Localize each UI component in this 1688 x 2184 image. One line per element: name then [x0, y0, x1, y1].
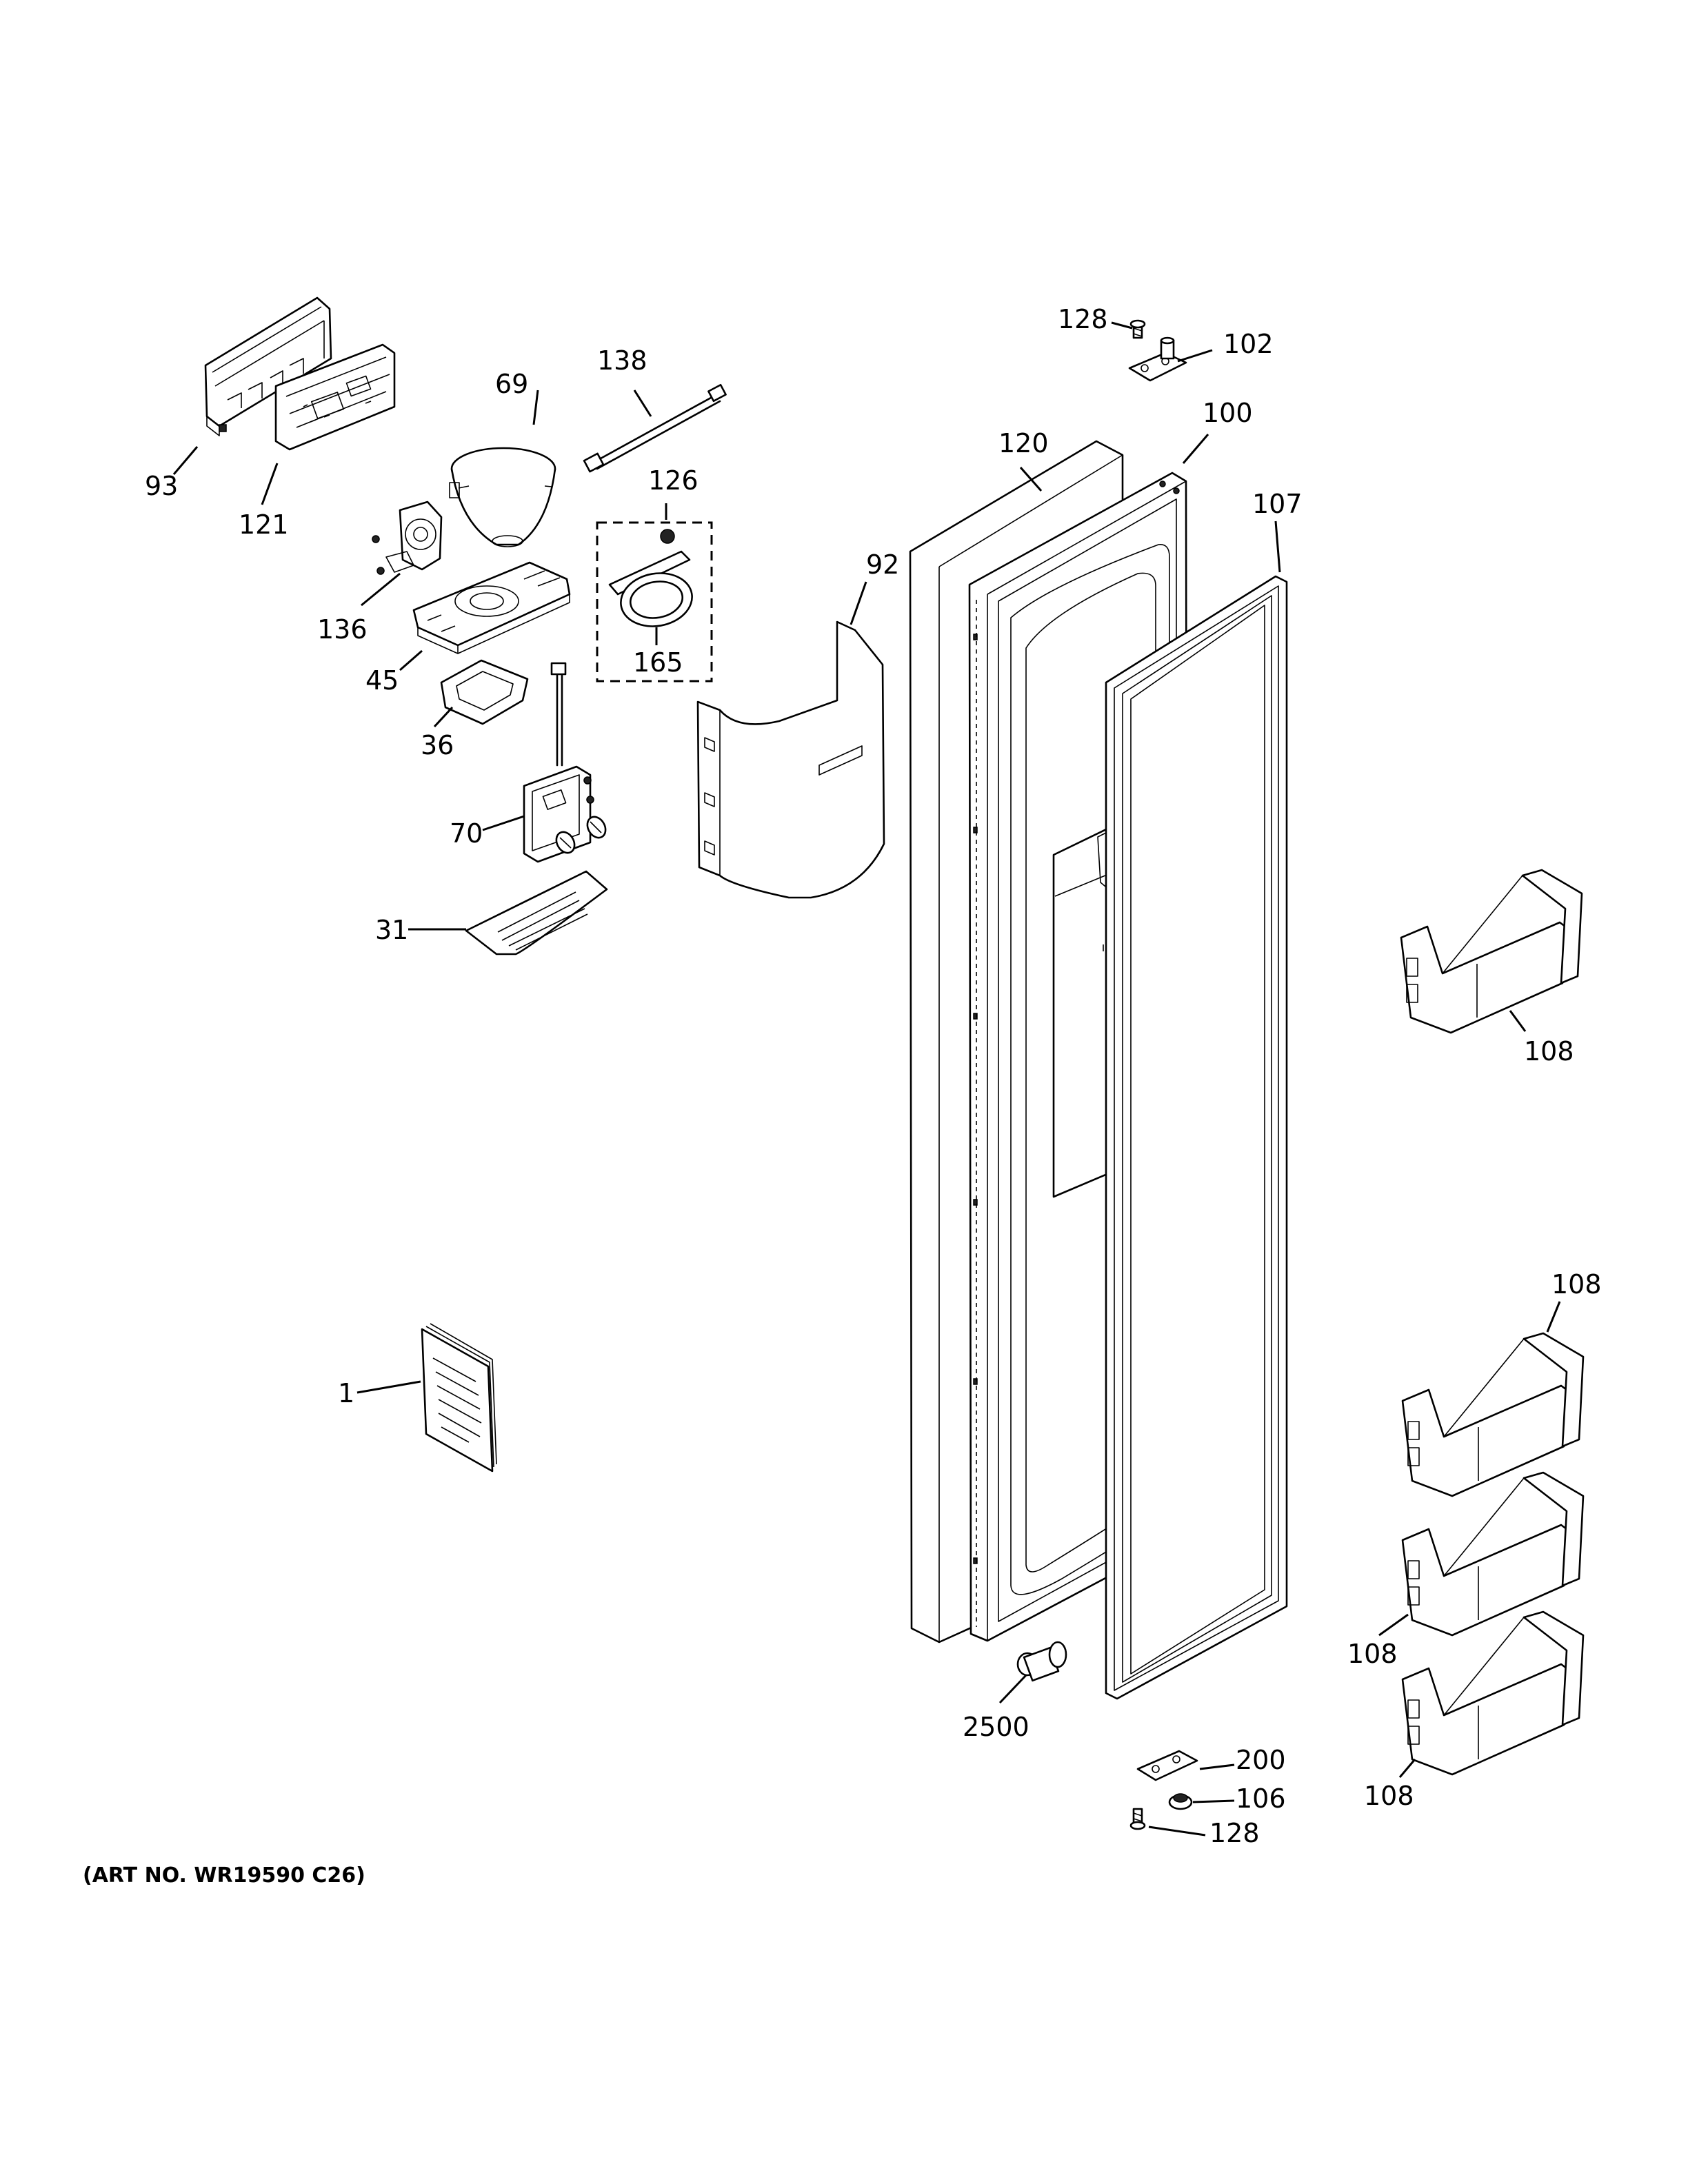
callout-108-c: 108 — [1347, 1639, 1398, 1669]
part-126-165-group — [596, 521, 713, 682]
callout-108-b: 108 — [1551, 1269, 1602, 1300]
part-200-bottom-hinge — [1136, 1750, 1198, 1781]
callout-200: 200 — [1236, 1745, 1286, 1775]
part-108-bin-d — [1401, 1610, 1585, 1776]
callout-121: 121 — [239, 509, 289, 540]
callout-100: 100 — [1203, 398, 1253, 428]
part-108-bin-c — [1401, 1471, 1585, 1637]
callout-108-d: 108 — [1364, 1781, 1414, 1811]
callout-108-a: 108 — [1524, 1036, 1574, 1066]
part-69-funnel — [449, 447, 556, 547]
part-2500-fitting — [1016, 1641, 1067, 1682]
callout-labels: 93 121 69 138 126 165 136 45 36 70 31 92… — [83, 304, 1602, 1888]
part-108-bin-a — [1400, 869, 1583, 1034]
callout-165: 165 — [633, 647, 683, 678]
part-108-bin-b — [1401, 1332, 1585, 1497]
callout-92: 92 — [866, 549, 899, 580]
part-31-grille — [465, 870, 608, 956]
callout-107: 107 — [1252, 489, 1303, 519]
part-138-harness — [583, 383, 727, 473]
callout-138: 138 — [597, 345, 647, 376]
part-70-switch — [523, 662, 607, 863]
callout-36: 36 — [421, 730, 454, 760]
callout-31: 31 — [375, 915, 408, 945]
part-92-cover — [696, 620, 885, 899]
part-106-bushing — [1168, 1793, 1193, 1810]
part-136-motor — [372, 501, 443, 575]
callout-2500: 2500 — [963, 1712, 1029, 1742]
callout-128-top: 128 — [1058, 304, 1108, 334]
part-121-board — [274, 343, 396, 451]
callout-126: 126 — [648, 465, 699, 496]
part-93-bracket — [204, 296, 332, 436]
callout-93: 93 — [145, 471, 178, 501]
part-128-top-screw — [1129, 319, 1146, 339]
part-107-gasket — [1105, 575, 1288, 1700]
art-number: (ART NO. WR19590 C26) — [83, 1863, 365, 1888]
part-128-bottom-screw — [1129, 1808, 1146, 1830]
part-36-frame — [440, 659, 529, 725]
callout-69: 69 — [495, 369, 528, 399]
callout-106: 106 — [1236, 1783, 1286, 1814]
callout-1: 1 — [338, 1378, 354, 1408]
part-1-literature — [421, 1323, 497, 1473]
leader-lines — [172, 321, 1561, 1837]
callout-70: 70 — [450, 818, 483, 849]
part-45-housing — [412, 561, 571, 654]
callout-136: 136 — [317, 614, 368, 645]
callout-120: 120 — [998, 428, 1049, 458]
callout-45: 45 — [365, 665, 399, 696]
callout-128-bottom: 128 — [1209, 1818, 1260, 1848]
part-102-top-hinge — [1128, 336, 1187, 382]
callout-102: 102 — [1223, 329, 1274, 359]
